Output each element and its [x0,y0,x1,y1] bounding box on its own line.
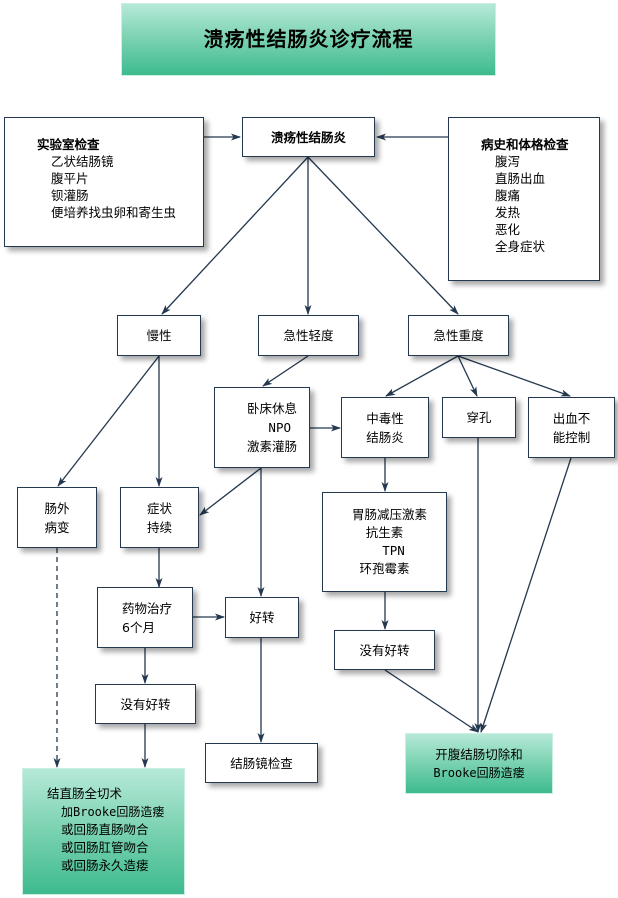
proctocolectomy-item: 或回肠肛管吻合 [61,840,149,855]
perforation-label: 穿孔 [466,410,492,425]
node-improved: 好转 [225,597,299,638]
node-chronic: 慢性 [117,315,201,356]
extraintestinal-line: 肠外 [44,500,70,516]
edge-severe-to-perforation [457,355,478,397]
bed-rest-line: 激素灌肠 [246,439,297,454]
edge-bleeding-to-colectomy [480,457,572,733]
edge-severe-to-toxic [385,355,459,397]
node-no-improvement-left: 没有好转 [95,684,196,724]
acute-mild-label: 急性轻度 [283,328,334,343]
lab-exam-item: 乙状结肠镜 [51,154,114,169]
page-title: 溃疡性结肠炎诊疗流程 [121,3,496,76]
node-persistent-symptoms: 症状 持续 [120,487,199,548]
decompression-line: TPN [382,543,405,558]
node-history-exam: 病史和体格检查 腹泻 直肠出血 腹痛 发热 恶化 全身症状 [448,117,600,281]
drug-therapy-line: 药物治疗 [122,600,173,616]
node-drug-therapy: 药物治疗 6个月 [97,587,193,648]
lab-exam-item: 钡灌肠 [51,188,89,203]
history-exam-item: 腹泻 [495,154,521,169]
node-no-improvement-right: 没有好转 [334,630,435,670]
node-gi-decompression: 胃肠减压激素 抗生素 TPN 环孢霉素 [322,492,447,592]
edge-severe-to-bleeding [457,355,571,397]
chronic-label: 慢性 [146,328,172,343]
persistent-line: 症状 [146,500,172,516]
history-exam-item: 发热 [495,205,521,220]
edge-no-improve-to-colectomy [384,669,479,733]
history-exam-item: 全身症状 [495,239,546,254]
lab-exam-item: 腹平片 [51,171,89,186]
decompression-line: 抗生素 [365,525,404,540]
bed-rest-line: NPO [268,420,291,435]
edge-uc-to-acute-severe [307,156,459,315]
node-colectomy-brooke: 开腹结肠切除和 Brooke回肠造瘘 [405,733,553,794]
node-perforation: 穿孔 [442,397,516,438]
bed-rest-line: 卧床休息 [246,401,297,416]
colonoscopy-label: 结肠镜检查 [230,755,293,771]
node-ulcerative-colitis: 溃疡性结肠炎 [242,117,375,157]
bleeding-line: 能控制 [552,429,591,445]
no-improve-right-label: 没有好转 [359,642,410,658]
improved-label: 好转 [249,610,275,625]
proctocolectomy-item: 或回肠永久造瘘 [61,858,149,873]
proctocolectomy-item: 加Brooke回肠造瘘 [61,805,165,819]
node-colonoscopy: 结肠镜检查 [205,743,318,783]
edge-bed-rest-to-persistent [199,467,262,516]
history-exam-heading: 病史和体格检查 [481,137,569,152]
colectomy-line: Brooke回肠造瘘 [433,765,525,780]
proctocolectomy-heading: 结直肠全切术 [47,786,123,801]
edge-chronic-to-extraintestinal [57,355,160,487]
node-acute-severe: 急性重度 [408,315,509,356]
node-bed-rest: 卧床休息 NPO 激素灌肠 [214,387,310,468]
history-exam-item: 恶化 [495,222,521,237]
title-text: 溃疡性结肠炎诊疗流程 [203,27,414,51]
history-exam-item: 直肠出血 [495,171,546,186]
lab-exam-item: 便培养找虫卵和寄生虫 [51,205,177,220]
persistent-line: 持续 [146,519,172,535]
bleeding-line: 出血不 [552,410,591,426]
uc-label: 溃疡性结肠炎 [270,129,346,145]
edge-uc-to-chronic [161,156,309,315]
node-toxic-colitis: 中毒性 结肠炎 [341,397,429,458]
node-lab-exam: 实验室检查 乙状结肠镜 腹平片 钡灌肠 便培养找虫卵和寄生虫 [4,117,204,247]
colectomy-line: 开腹结肠切除和 [435,746,523,762]
node-proctocolectomy: 结直肠全切术 加Brooke回肠造瘘 或回肠直肠吻合 或回肠肛管吻合 或回肠永久… [22,768,185,895]
acute-severe-label: 急性重度 [433,328,484,343]
drug-therapy-line: 6个月 [122,619,155,635]
node-extraintestinal: 肠外 病变 [17,487,97,548]
no-improve-left-label: 没有好转 [120,696,171,712]
lab-exam-heading: 实验室检查 [37,137,100,152]
decompression-line: 胃肠减压激素 [351,507,427,522]
history-exam-item: 腹痛 [495,188,521,203]
toxic-colitis-line: 结肠炎 [366,429,404,445]
toxic-colitis-line: 中毒性 [366,410,404,426]
extraintestinal-line: 病变 [44,519,70,535]
node-uncontrolled-bleeding: 出血不 能控制 [528,397,615,458]
decompression-line: 环孢霉素 [359,561,410,576]
node-acute-mild: 急性轻度 [258,315,359,356]
proctocolectomy-item: 或回肠直肠吻合 [61,822,149,837]
edge-acute-mild-to-bed-rest [262,355,309,387]
